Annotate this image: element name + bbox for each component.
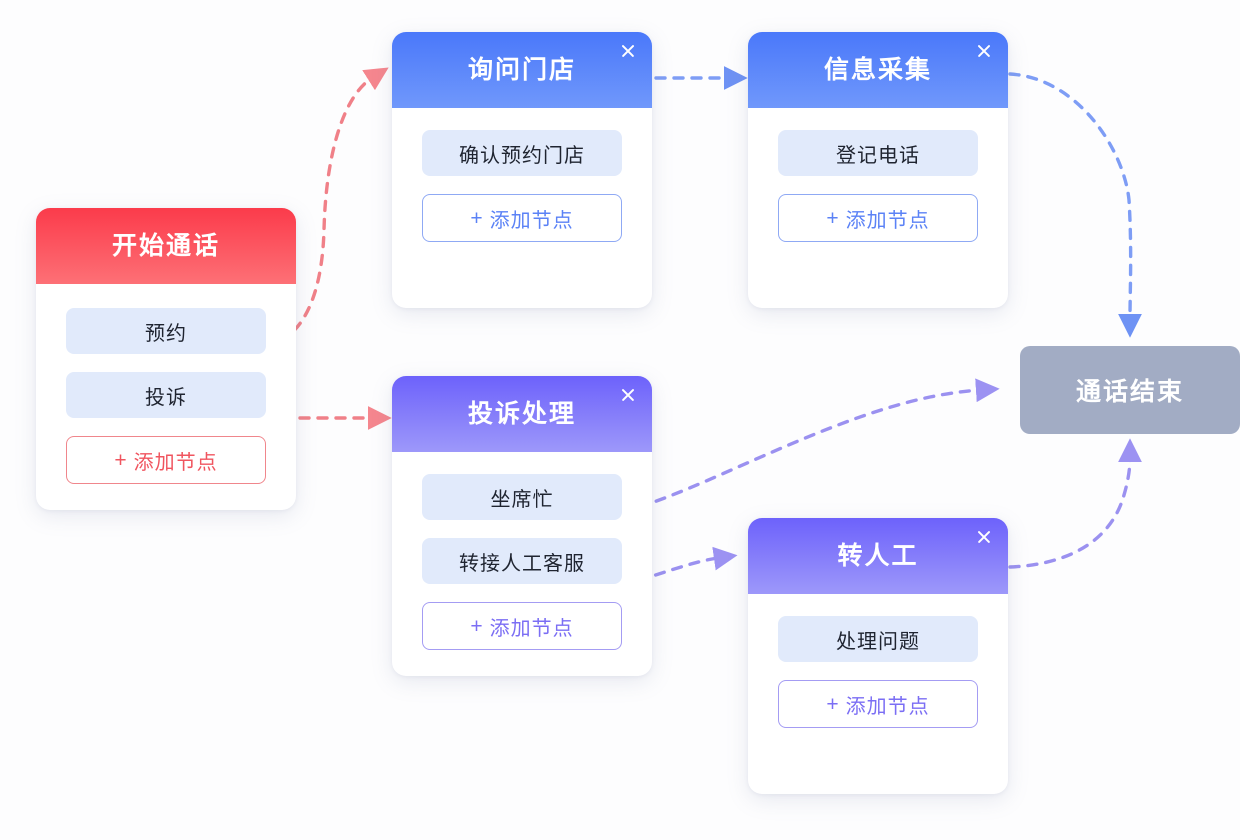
option-pill-transfer-agent[interactable]: 转接人工客服: [422, 538, 622, 584]
edge-agent-end: [1008, 438, 1142, 569]
add-node-label: 添加节点: [489, 209, 574, 232]
node-header: 开始通话: [36, 208, 296, 284]
node-body: 处理问题 + 添加节点: [748, 594, 1008, 754]
node-start-call[interactable]: 开始通话 预约 投诉 + 添加节点: [36, 208, 296, 510]
option-pill-yuyue[interactable]: 预约: [66, 308, 266, 354]
add-node-button[interactable]: + 添加节点: [66, 436, 266, 484]
node-body: 确认预约门店 + 添加节点: [392, 108, 652, 268]
node-header: 信息采集: [748, 32, 1008, 108]
node-header: 询问门店: [392, 32, 652, 108]
node-header: 投诉处理: [392, 376, 652, 452]
close-icon[interactable]: [974, 527, 994, 547]
option-pill-confirm-store[interactable]: 确认预约门店: [422, 130, 622, 176]
add-node-label: 添加节点: [489, 617, 574, 640]
plus-icon: +: [114, 448, 128, 472]
option-pill-tousu[interactable]: 投诉: [66, 372, 266, 418]
add-node-label: 添加节点: [133, 451, 218, 474]
add-node-button[interactable]: + 添加节点: [422, 194, 622, 242]
plus-icon: +: [470, 206, 484, 230]
node-body: 坐席忙 转接人工客服 + 添加节点: [392, 452, 652, 676]
node-title: 转人工: [837, 541, 919, 570]
add-node-label: 添加节点: [845, 695, 930, 718]
node-transfer-human[interactable]: 转人工 处理问题 + 添加节点: [748, 518, 1008, 794]
close-icon[interactable]: [974, 41, 994, 61]
node-body: 预约 投诉 + 添加节点: [36, 284, 296, 510]
add-node-label: 添加节点: [845, 209, 930, 232]
node-header: 转人工: [748, 518, 1008, 594]
option-pill-handle-issue[interactable]: 处理问题: [778, 616, 978, 662]
add-node-button[interactable]: + 添加节点: [778, 194, 978, 242]
edge-info-end: [1008, 72, 1142, 338]
node-body: 登记电话 + 添加节点: [748, 108, 1008, 268]
close-icon[interactable]: [618, 41, 638, 61]
node-title: 开始通话: [111, 231, 220, 260]
add-node-button[interactable]: + 添加节点: [422, 602, 622, 650]
node-call-end[interactable]: 通话结束: [1020, 346, 1240, 434]
close-icon[interactable]: [618, 385, 638, 405]
node-title: 通话结束: [1075, 378, 1184, 406]
node-title: 投诉处理: [467, 399, 576, 428]
plus-icon: +: [470, 614, 484, 638]
node-title: 询问门店: [467, 55, 576, 84]
node-collect-info[interactable]: 信息采集 登记电话 + 添加节点: [748, 32, 1008, 308]
plus-icon: +: [826, 206, 840, 230]
option-pill-register-phone[interactable]: 登记电话: [778, 130, 978, 176]
plus-icon: +: [826, 692, 840, 716]
edge-zuoximang-end: [620, 378, 1000, 514]
node-handle-complaint[interactable]: 投诉处理 坐席忙 转接人工客服 + 添加节点: [392, 376, 652, 676]
option-pill-agent-busy[interactable]: 坐席忙: [422, 474, 622, 520]
add-node-button[interactable]: + 添加节点: [778, 680, 978, 728]
node-ask-store[interactable]: 询问门店 确认预约门店 + 添加节点: [392, 32, 652, 308]
node-title: 信息采集: [823, 55, 932, 84]
